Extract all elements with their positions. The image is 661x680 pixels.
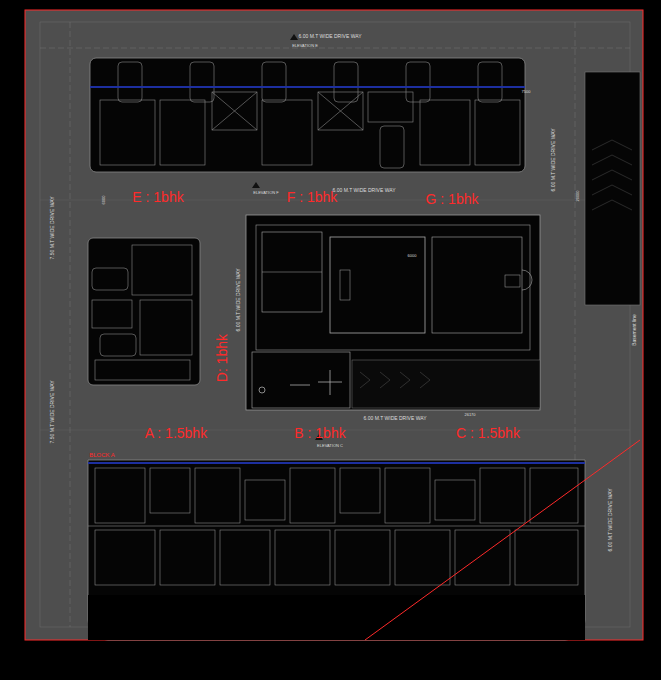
unit-label: C : 1.5bhk: [456, 426, 520, 440]
elevation-label: ELEVATION E: [292, 44, 318, 48]
driveway-label: 7.50 M.T WIDE DRIVE WAY: [50, 197, 55, 260]
dimension-label: 6000: [102, 196, 106, 205]
basement-label: Basement line: [632, 314, 637, 346]
driveway-label: 6.00 M.T WIDE DRIVE WAY: [333, 188, 396, 193]
driveway-label: 6.00 M.T WIDE DRIVE WAY: [364, 416, 427, 421]
dimension-label: 7500: [522, 90, 531, 94]
driveway-label: 7.50 M.T WIDE DRIVE WAY: [50, 381, 55, 444]
driveway-label: 6.00 M.T WIDE DRIVE WAY: [608, 489, 613, 552]
block-label: BLOCK A: [89, 452, 115, 458]
unit-label: A : 1.5bhk: [145, 426, 207, 440]
elevation-label: ELEVATION C: [317, 444, 343, 448]
driveway-label: 6.00 M.T WIDE DRIVE WAY: [299, 34, 362, 39]
dimension-label: 6000: [408, 254, 417, 258]
driveway-label: 6.00 M.T WIDE DRIVE WAY: [551, 129, 556, 192]
driveway-label: 6.00 M.T WIDE DRIVE WAY: [236, 269, 241, 332]
dimension-label: 26170: [464, 413, 475, 417]
dimension-label: 20000: [576, 190, 580, 201]
unit-label: E : 1bhk: [132, 190, 183, 204]
elevation-label: ELEVATION F: [253, 191, 278, 195]
unit-label: F : 1bhk: [287, 190, 338, 204]
unit-label: G : 1bhk: [426, 192, 479, 206]
unit-label: D: 1bhk: [215, 334, 229, 382]
unit-label: B : 1bhk: [294, 426, 345, 440]
